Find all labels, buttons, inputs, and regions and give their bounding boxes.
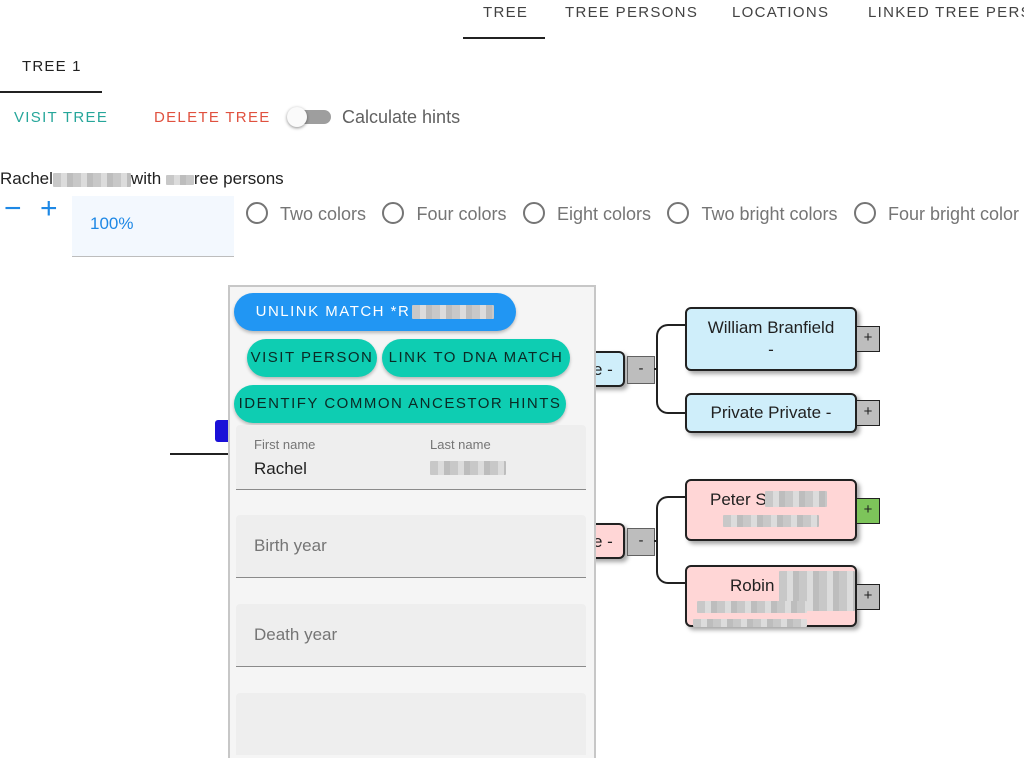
tab-locations[interactable]: LOCATIONS [732,4,830,21]
first-name-field[interactable]: Rachel [254,459,307,478]
unlink-match-label: UNLINK MATCH *R [255,303,411,320]
visit-tree-button[interactable]: VISIT TREE [14,109,109,126]
birth-year-field[interactable]: Birth year [236,515,586,578]
person-box-robin[interactable]: Robin [685,565,857,627]
radio-circle-icon[interactable] [667,202,690,225]
subtab-indicator [0,91,102,93]
tree-summary: Rachel with ree persons [0,169,284,189]
radio-two-bright-colors[interactable]: Two bright colors [667,202,838,226]
zoom-in-button[interactable]: + [40,192,58,225]
person-dates: - [768,340,774,359]
zoom-out-button[interactable]: − [4,192,22,225]
zoom-value[interactable]: 100% [90,214,134,233]
branch-connector [656,324,688,414]
person-name: Private Private - [710,403,832,422]
name-fields: First name Rachel Last name [236,425,586,490]
redacted-match-name [412,305,495,320]
person-popup: UNLINK MATCH *R VISIT PERSON LINK TO DNA… [228,285,596,758]
next-field[interactable] [236,693,586,755]
radio-label: Two bright colors [701,204,838,224]
connector-line [170,453,230,455]
first-name-label: First name [254,437,316,452]
person-box-william-branfield[interactable]: William Branfield - [685,307,857,371]
radio-circle-icon[interactable] [246,202,268,225]
collapse-button[interactable]: - [627,528,655,556]
expand-button[interactable]: + [856,400,880,426]
death-year-field[interactable]: Death year [236,604,586,667]
expand-button[interactable]: + [856,498,880,524]
color-scheme-options: Two colors Four colors Eight colors Two … [246,202,1024,226]
radio-label: Two colors [280,204,367,224]
link-dna-match-button[interactable]: LINK TO DNA MATCH [382,339,570,377]
radio-circle-icon[interactable] [382,202,405,225]
tab-tree-1[interactable]: TREE 1 [22,58,82,75]
expand-button[interactable]: + [856,584,880,610]
parent-name-partial: e - [593,532,613,551]
person-name: Robin [730,576,775,595]
toggle-thumb[interactable] [287,107,307,127]
radio-label: Eight colors [556,204,652,224]
calculate-hints-label: Calculate hints [342,107,461,127]
delete-tree-button[interactable]: DELETE TREE [154,109,271,126]
radio-label: Four colors [416,204,507,224]
branch-connector [656,496,688,584]
redacted-place [693,619,807,627]
redacted-surname [765,491,827,507]
redacted-surname [52,172,131,187]
last-name-field[interactable] [430,461,506,475]
summary-with: with [130,169,162,188]
radio-eight-colors[interactable]: Eight colors [522,202,652,226]
radio-circle-icon[interactable] [522,202,545,225]
identify-common-ancestor-hints-button[interactable]: IDENTIFY COMMON ANCESTOR HINTS [234,385,566,423]
birth-year-placeholder: Birth year [254,536,327,555]
summary-name: Rachel [0,169,53,188]
tab-tree[interactable]: TREE [483,4,529,21]
death-year-placeholder: Death year [254,625,338,644]
redacted-count [165,174,194,185]
summary-suffix: ree persons [193,169,284,188]
last-name-label: Last name [430,437,491,452]
parent-name-partial: e - [593,360,613,379]
radio-label: Four bright color [887,204,1020,224]
person-name: William Branfield [707,318,835,337]
active-tab-indicator [463,37,545,39]
person-name: Peter S [710,490,767,509]
radio-four-bright-colors[interactable]: Four bright color [853,202,1020,226]
radio-two-colors[interactable]: Two colors [246,202,367,226]
person-box-private[interactable]: Private Private - [685,393,857,433]
redacted-dates [697,601,807,613]
redacted-dates [723,515,819,527]
collapse-button[interactable]: - [627,356,655,384]
radio-circle-icon[interactable] [853,202,876,225]
radio-four-colors[interactable]: Four colors [382,202,507,226]
unlink-match-button[interactable]: UNLINK MATCH *R [234,293,516,331]
expand-button[interactable]: + [856,326,880,352]
tab-linked-tree-persons[interactable]: LINKED TREE PERS [868,4,1024,21]
person-box-peter[interactable]: Peter S [685,479,857,541]
tab-tree-persons[interactable]: TREE PERSONS [565,4,699,21]
zoom-input[interactable]: 100% [72,196,234,257]
selected-person-marker[interactable] [215,420,231,442]
visit-person-button[interactable]: VISIT PERSON [247,339,377,377]
